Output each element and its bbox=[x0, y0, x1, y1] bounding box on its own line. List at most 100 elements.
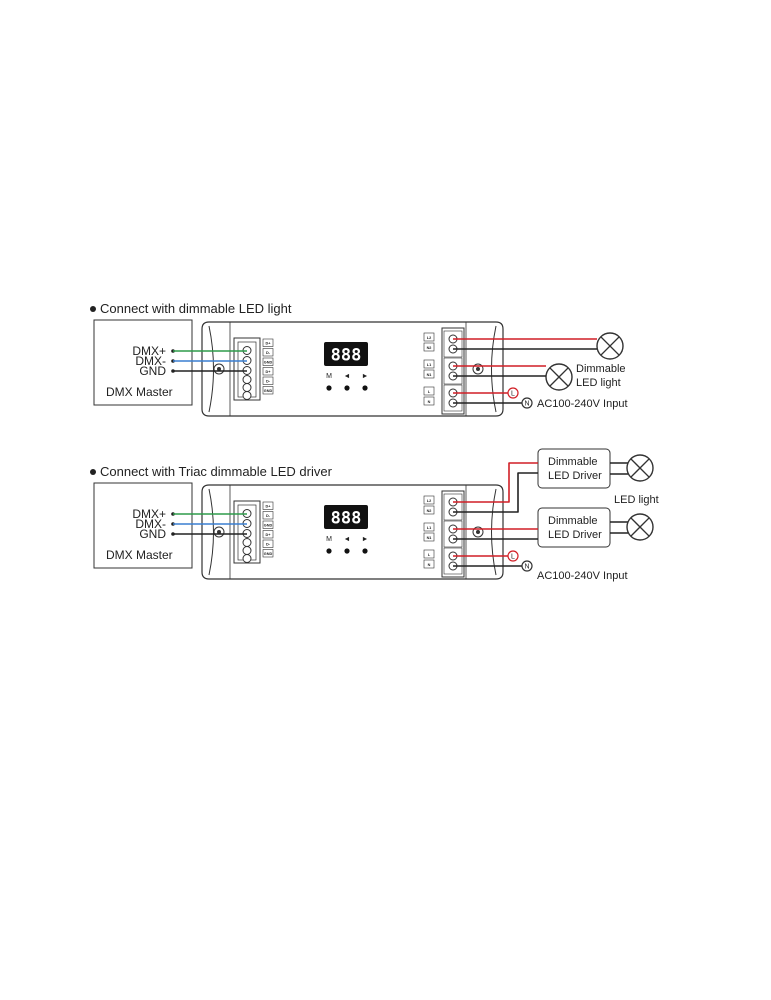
load-label: LED light bbox=[576, 377, 621, 389]
terminal-label: GND bbox=[264, 524, 273, 528]
neutral-terminal-icon bbox=[521, 397, 533, 409]
pin-label-box bbox=[423, 505, 435, 515]
wire-neutral bbox=[453, 472, 538, 513]
master-pin-label: GND bbox=[139, 527, 166, 541]
section-heading: Connect with Triac dimmable LED driver bbox=[100, 464, 333, 479]
master-name: DMX Master bbox=[106, 385, 173, 399]
terminal-label: D- bbox=[266, 380, 271, 384]
terminal-cell bbox=[443, 520, 463, 548]
dmx-master-box bbox=[93, 319, 193, 406]
terminal-label-box bbox=[262, 367, 274, 376]
neutral-label: N bbox=[524, 401, 529, 408]
driver-label: LED Driver bbox=[548, 529, 602, 541]
bullet bbox=[90, 306, 96, 312]
pin-label-box bbox=[423, 495, 435, 505]
terminal-label-box bbox=[262, 357, 274, 366]
terminal-screw bbox=[242, 375, 252, 384]
terminal-label-box bbox=[262, 520, 274, 529]
section-1: Connect with dimmable LED lightDMX+DMX-G… bbox=[90, 301, 628, 417]
driver-label: LED Driver bbox=[548, 470, 602, 482]
led-light-icon bbox=[626, 454, 654, 482]
pin-label: N1 bbox=[427, 373, 432, 377]
section-2: Connect with Triac dimmable LED driverDM… bbox=[90, 448, 659, 582]
pin-label-box bbox=[423, 549, 435, 559]
terminal-screw bbox=[242, 554, 252, 563]
button-label: ◄ bbox=[344, 373, 351, 380]
mount-hole-center bbox=[476, 530, 480, 534]
terminal-label-box bbox=[262, 348, 274, 357]
terminal-label: GND bbox=[264, 552, 273, 556]
pin-label: L2 bbox=[427, 336, 431, 340]
button-label: ◄ bbox=[344, 536, 351, 543]
display-digits: 888 bbox=[331, 509, 362, 529]
driver-label: Dimmable bbox=[548, 515, 598, 527]
terminal-screw bbox=[242, 383, 252, 392]
push-button bbox=[362, 548, 368, 554]
power-input-label: AC100-240V Input bbox=[537, 398, 628, 410]
driver-label: Dimmable bbox=[548, 456, 598, 468]
pin-label: L1 bbox=[427, 526, 431, 530]
power-input-label: AC100-240V Input bbox=[537, 570, 628, 582]
led-display bbox=[324, 505, 368, 529]
terminal-screw bbox=[242, 391, 252, 400]
terminal-label-box bbox=[262, 376, 274, 385]
bulb-cross bbox=[630, 517, 650, 537]
push-button bbox=[326, 548, 332, 554]
pin-label-box bbox=[423, 386, 435, 396]
mount-hole-center bbox=[217, 367, 221, 371]
terminal-label-box bbox=[262, 539, 274, 548]
terminal-label: D+ bbox=[266, 370, 272, 374]
terminal-cell bbox=[443, 384, 463, 412]
master-pin-label: DMX+ bbox=[132, 344, 166, 358]
terminal-label-box bbox=[262, 501, 274, 510]
master-pin-label: DMX+ bbox=[132, 507, 166, 521]
pin-label: N1 bbox=[427, 536, 432, 540]
led-display bbox=[324, 342, 368, 366]
terminal-label: D+ bbox=[266, 342, 272, 346]
terminal-label-box bbox=[262, 386, 274, 395]
led-light-icon bbox=[545, 363, 573, 391]
terminal-label: D+ bbox=[266, 505, 272, 509]
master-pin-label: DMX- bbox=[135, 517, 166, 531]
live-label: L bbox=[511, 391, 515, 398]
dmx-master-box bbox=[93, 482, 193, 569]
terminal-label: D+ bbox=[266, 533, 272, 537]
neutral-terminal-icon bbox=[521, 560, 533, 572]
pin-label: L bbox=[428, 553, 431, 557]
pin-label-box bbox=[423, 369, 435, 379]
terminal-label: D- bbox=[266, 543, 271, 547]
pin-label: L bbox=[428, 390, 431, 394]
bulb-cross bbox=[630, 458, 650, 478]
terminal-cell bbox=[443, 357, 463, 385]
led-light-icon bbox=[596, 332, 624, 360]
neutral-label: N bbox=[524, 564, 529, 571]
pin-label-box bbox=[423, 359, 435, 369]
live-terminal-icon bbox=[507, 387, 519, 399]
terminal-cell bbox=[443, 547, 463, 575]
master-pin-label: GND bbox=[139, 364, 166, 378]
mount-hole-center bbox=[476, 367, 480, 371]
button-label: ► bbox=[362, 373, 369, 380]
pin-label: N bbox=[428, 563, 431, 567]
load-label: Dimmable bbox=[576, 363, 626, 375]
terminal-cell bbox=[443, 330, 463, 358]
button-label: M bbox=[326, 373, 332, 380]
terminal-label-box bbox=[262, 511, 274, 520]
bulb-cross bbox=[600, 336, 620, 356]
push-button bbox=[362, 385, 368, 391]
terminal-label: D- bbox=[266, 351, 271, 355]
bullet bbox=[90, 469, 96, 475]
driver-frame bbox=[537, 448, 611, 489]
pin-label: N bbox=[428, 400, 431, 404]
pin-label-box bbox=[423, 332, 435, 342]
